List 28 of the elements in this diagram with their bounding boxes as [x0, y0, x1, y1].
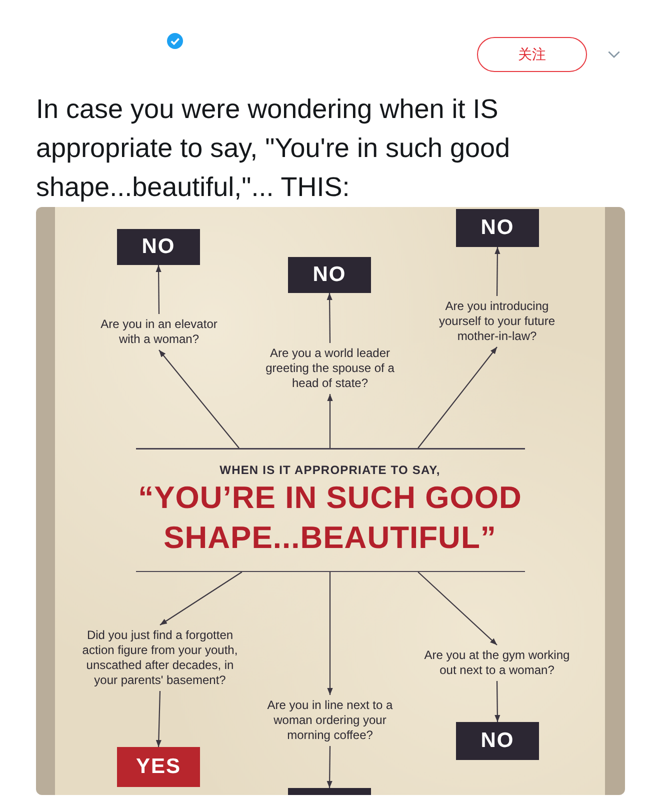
- arrow: [494, 247, 500, 296]
- answer-box: YES: [117, 747, 200, 787]
- arrow: [160, 572, 242, 626]
- answer-box: [288, 788, 371, 795]
- follow-button: 关注: [477, 37, 587, 72]
- answer-box: NO: [456, 209, 539, 247]
- arrow: [327, 572, 333, 695]
- question-text: Are you introducing yourself to your future mother-in-law?: [427, 296, 567, 347]
- arrow: [156, 265, 162, 314]
- answer-box: NO: [117, 229, 200, 265]
- arrow: [158, 350, 240, 448]
- arrow: [418, 572, 498, 646]
- arrow: [327, 394, 333, 448]
- question-text: Did you just find a forgotten action figure from your youth, unscathed after decades, in your parents' basement?: [80, 625, 240, 691]
- arrow: [156, 690, 162, 748]
- arrow: [326, 293, 332, 343]
- answer-box: NO: [288, 257, 371, 293]
- arrow: [326, 746, 332, 788]
- arrow: [418, 346, 498, 448]
- tweet-text: In case you were wondering when it IS appropriate to say, "You're in such good shape...beautiful,"... THIS:: [36, 93, 512, 204]
- subtitle-text: WHEN IS IT APPROPRIATE TO SAY,: [218, 462, 442, 478]
- question-text: Are you at the gym working out next to a woman?: [417, 645, 577, 681]
- question-text: Are you in an elevator with a woman?: [89, 314, 229, 350]
- answer-box: NO: [456, 722, 539, 760]
- arrow: [494, 681, 500, 722]
- question-text: Are you a world leader greeting the spouse of a head of state?: [260, 343, 400, 394]
- question-text: Are you in line next to a woman ordering your morning coffee?: [260, 695, 400, 746]
- headline-text: “YOU’RE IN SUCH GOOD SHAPE...BEAUTIFUL”: [137, 479, 523, 557]
